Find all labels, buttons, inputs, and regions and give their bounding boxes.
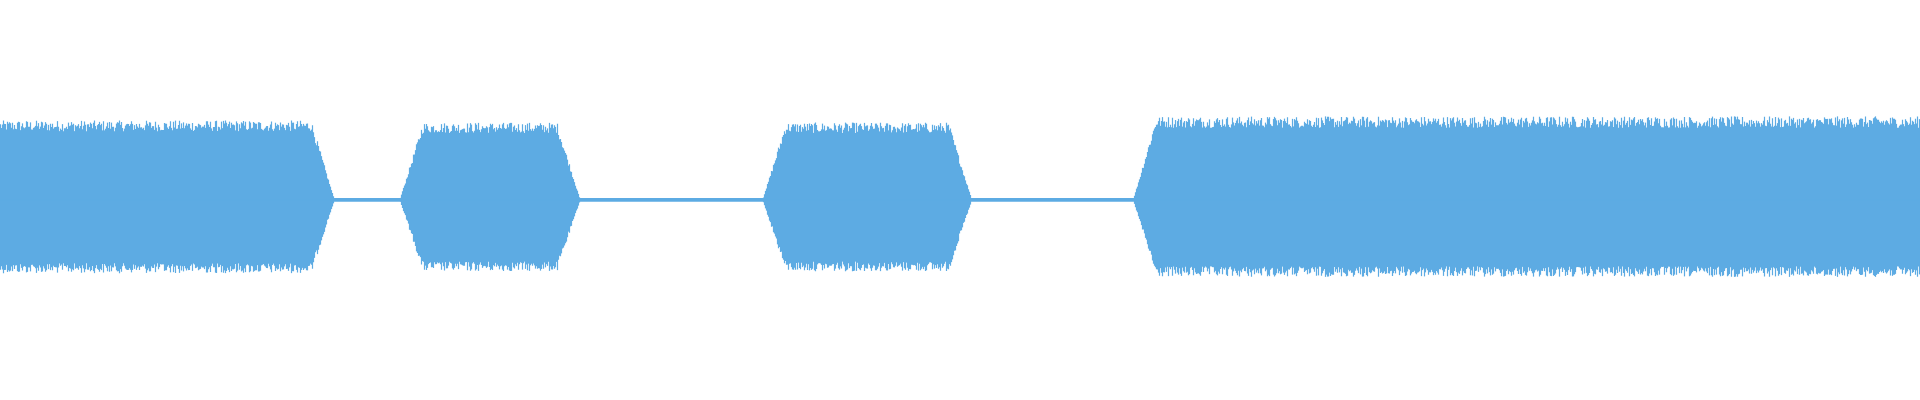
waveform-path xyxy=(0,116,1920,277)
waveform-bars xyxy=(0,116,1920,277)
